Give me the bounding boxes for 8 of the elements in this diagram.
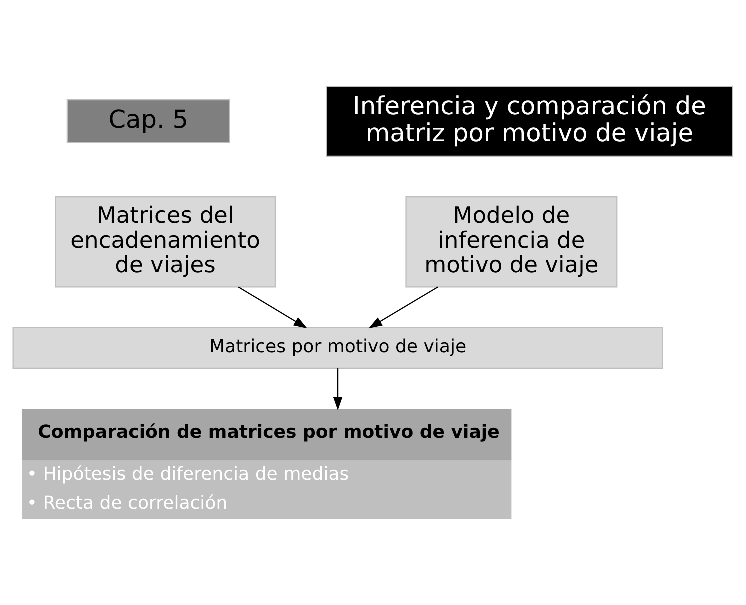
arrow bbox=[368, 286, 438, 328]
arrow bbox=[238, 286, 308, 328]
node-box: Cap. 5 bbox=[66, 98, 230, 143]
node-box: Matrices por motivo de viaje bbox=[12, 326, 664, 368]
node-box: Matrices del encadenamiento de viajes bbox=[55, 196, 276, 288]
node-box: Modelo de inferencia de motivo de viaje bbox=[406, 196, 618, 288]
arrow bbox=[333, 368, 343, 410]
node-box: Inferencia y comparación de matriz por motivo de viaje bbox=[326, 85, 734, 156]
